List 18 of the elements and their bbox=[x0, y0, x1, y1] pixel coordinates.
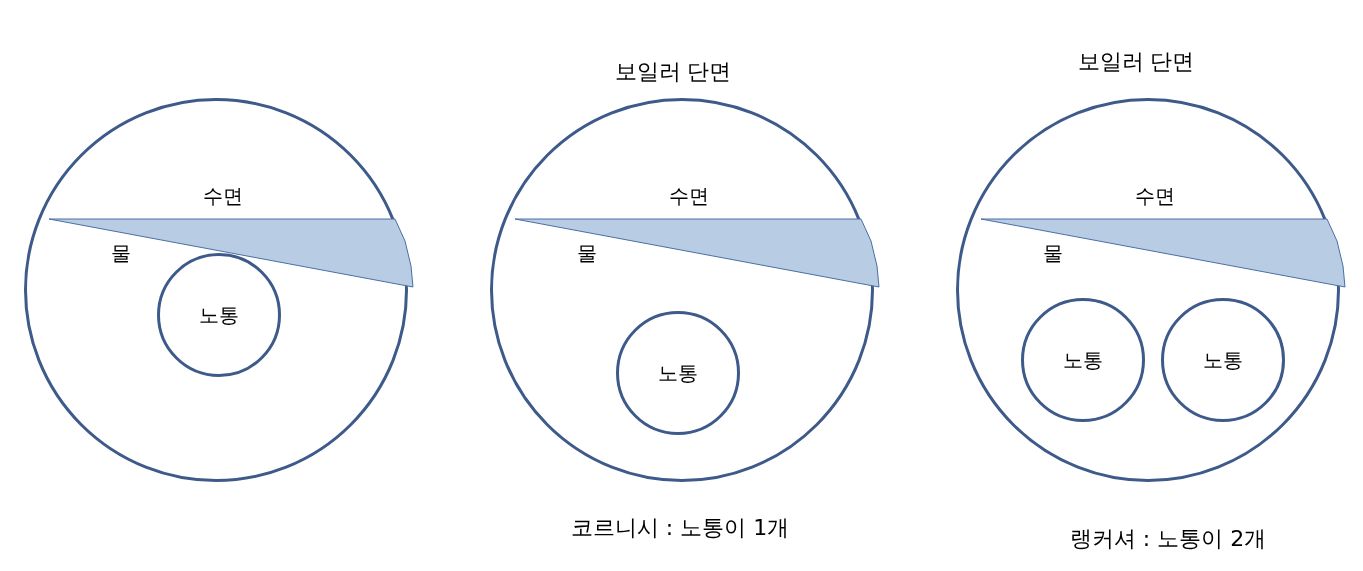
water-label: 물 bbox=[111, 239, 131, 267]
water-label: 물 bbox=[577, 239, 597, 267]
boiler-circle bbox=[157, 253, 281, 377]
water-surface-label: 수면 bbox=[203, 182, 243, 210]
furnace-label: 노통 bbox=[199, 301, 239, 329]
section-heading: 보일러 단면 bbox=[614, 58, 732, 86]
furnace-label: 노통 bbox=[658, 359, 698, 387]
boiler-caption: 코르니시 : 노통이 1개 bbox=[570, 514, 790, 542]
boiler-circle bbox=[1021, 298, 1145, 422]
section-heading: 보일러 단면 bbox=[1077, 48, 1195, 76]
water-label: 물 bbox=[1043, 239, 1063, 267]
boiler-circle bbox=[1161, 298, 1285, 422]
water-surface-label: 수면 bbox=[1135, 182, 1175, 210]
furnace-label: 노통 bbox=[1063, 346, 1103, 374]
water-surface-label: 수면 bbox=[669, 182, 709, 210]
boiler-caption: 랭커셔 : 노통이 2개 bbox=[1069, 525, 1267, 553]
furnace-label: 노통 bbox=[1203, 346, 1243, 374]
boiler-circle bbox=[616, 311, 740, 435]
